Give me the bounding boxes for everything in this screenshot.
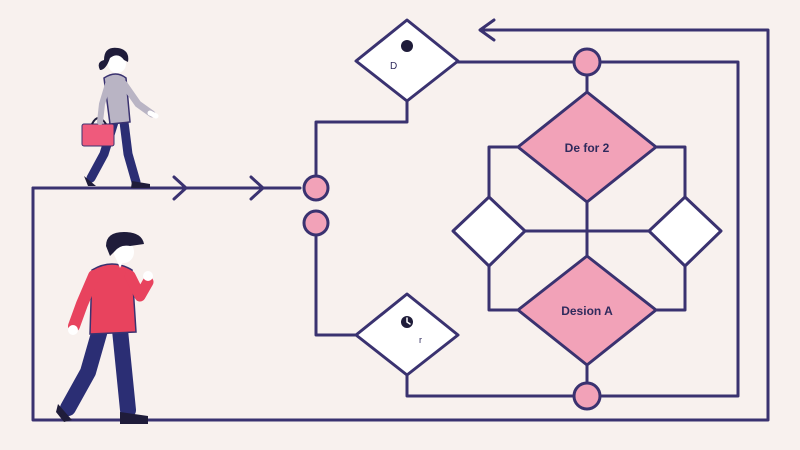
- line-top-connector-right: [598, 60, 740, 398]
- bottom-decision-label: r: [419, 335, 422, 345]
- man-shoe-back: [56, 404, 72, 422]
- top-decision-diamond: [354, 18, 460, 103]
- woman-hair: [98, 47, 129, 70]
- right-small-decision-diamond: [647, 195, 723, 268]
- connector-lower-left: [302, 209, 330, 237]
- decision-top-center-diamond: [516, 90, 658, 204]
- left-small-decision-diamond: [451, 195, 527, 268]
- woman-arm: [120, 80, 156, 118]
- man-back-arm: [68, 270, 100, 332]
- clock-icon: [401, 316, 413, 328]
- man-shoe-front: [120, 412, 148, 424]
- arrow-left-icon: [478, 18, 496, 42]
- woman-face: [108, 55, 126, 73]
- connector-bottom: [572, 381, 602, 411]
- person-woman-with-bag: [81, 47, 159, 188]
- bottom-decision-diamond: [354, 292, 460, 377]
- connector-lines: [31, 28, 770, 422]
- dot-marker-icon: [401, 40, 413, 52]
- line-upper-to-top-decision: [314, 98, 409, 178]
- decision-top-center-label: De for 2: [565, 141, 610, 155]
- man-front-arm: [124, 270, 154, 302]
- return-arrow: [478, 18, 496, 42]
- decision-bottom-center-node: Desion A: [516, 254, 658, 367]
- line-bottom-decision-down: [405, 373, 577, 398]
- connector-upper-left: [302, 174, 330, 202]
- decision-bottom-center-diamond: [516, 254, 658, 367]
- walk-arrows: [172, 175, 265, 201]
- left-loop-line: [31, 28, 770, 422]
- connector-top: [572, 47, 602, 77]
- woman-shoe-back: [84, 176, 96, 186]
- man-front-hand: [143, 271, 153, 281]
- connectors: [302, 47, 602, 411]
- line-lower-to-bottom-decision: [314, 233, 359, 337]
- woman-shoe-front: [131, 181, 150, 188]
- decision-top-center-node: De for 2: [516, 90, 658, 204]
- bottom-decision-node: r: [354, 292, 460, 377]
- man-hair: [106, 232, 144, 256]
- woman-front-leg: [119, 117, 141, 187]
- chevron-right-arrow-1: [172, 175, 188, 201]
- person-man-in-red: [56, 232, 154, 424]
- woman-bag: [81, 123, 115, 147]
- right-small-decision-node: [647, 195, 723, 268]
- left-small-decision-node: [451, 195, 527, 268]
- decision-bottom-center-label: Desion A: [561, 304, 613, 318]
- woman-hand: [147, 110, 159, 119]
- man-back-hand: [68, 325, 78, 335]
- chevron-right-arrow-2: [249, 175, 265, 201]
- man-front-leg: [112, 322, 136, 418]
- top-decision-label: D: [390, 61, 397, 72]
- top-decision-node: D: [354, 18, 460, 103]
- woman-bag-arm: [97, 81, 111, 125]
- man-back-leg: [60, 322, 108, 416]
